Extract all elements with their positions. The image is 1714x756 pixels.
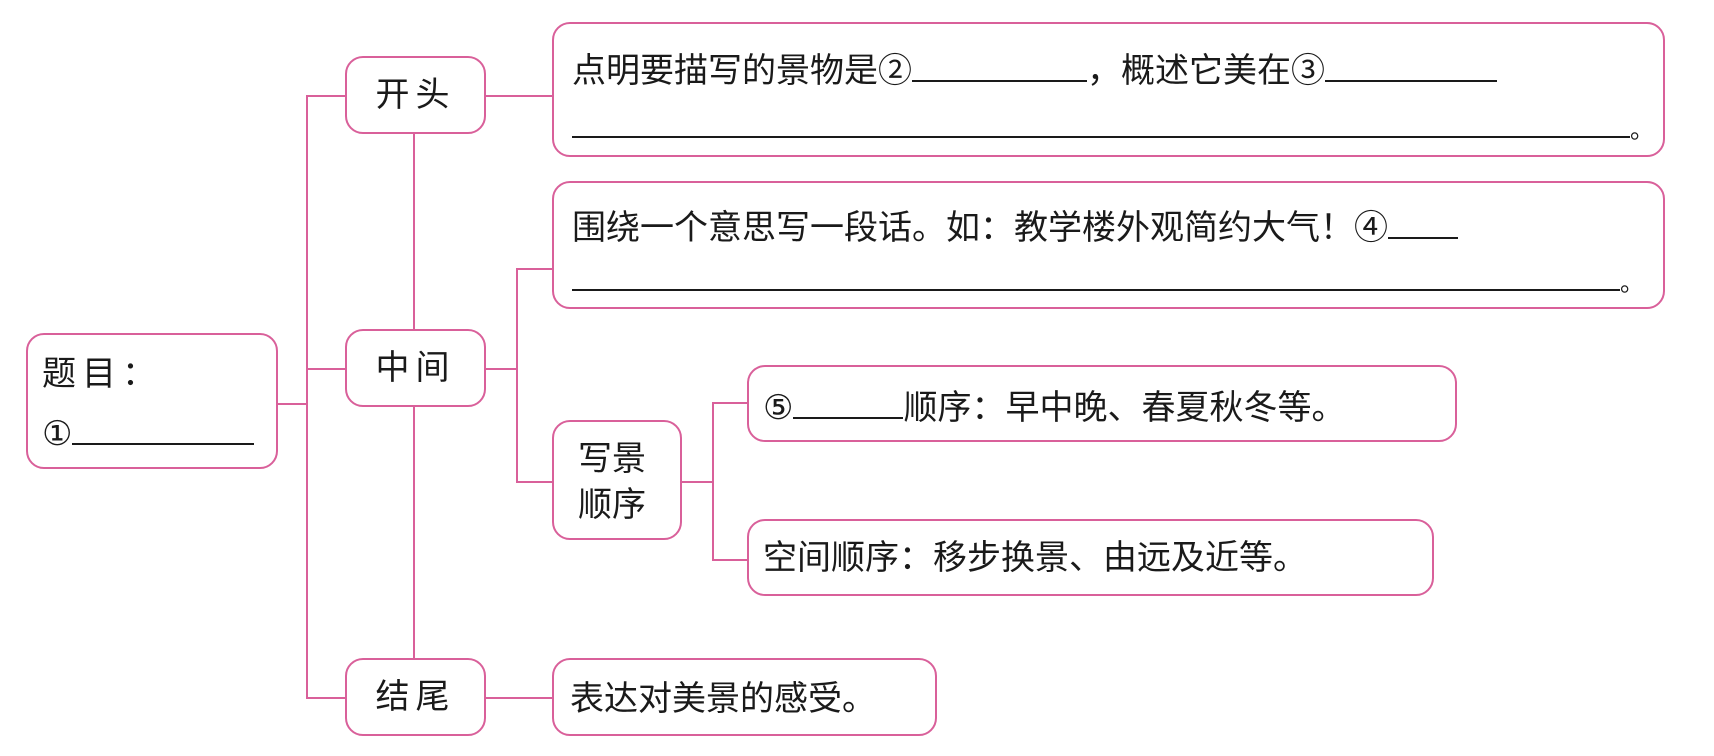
scenery-order-label-1: 写景: [578, 439, 646, 479]
space-order-text: 空间顺序：移步换景、由远及近等。: [763, 538, 1307, 578]
time-order-line: ⑤ 顺序：早中晚、春夏秋冬等。: [763, 387, 1345, 425]
middle-text: 围绕一个意思写一段话。如：教学楼外观简约大气！: [572, 208, 1354, 248]
beginning-node: 开头: [345, 56, 486, 134]
connector-order-box: [516, 481, 554, 483]
connector-to-beginning: [306, 95, 346, 97]
beginning-label: 开头: [375, 75, 456, 115]
blank-1[interactable]: [72, 413, 255, 445]
end-mark: 。: [1630, 116, 1654, 144]
middle-content: 围绕一个意思写一段话。如：教学楼外观简约大气！④ 。: [552, 181, 1665, 309]
connector-middle-content: [516, 268, 554, 270]
connector-order-branch: [680, 481, 714, 483]
blank-5[interactable]: [793, 387, 904, 419]
connector-to-ending: [306, 697, 346, 699]
time-order-text: 顺序：早中晚、春夏秋冬等。: [903, 388, 1346, 428]
scenery-order-node: 写景 顺序: [552, 420, 682, 540]
blank-3b[interactable]: [572, 106, 1630, 138]
beginning-text-2: ，概述它美在: [1087, 51, 1291, 91]
blank-2[interactable]: [912, 50, 1087, 82]
connector-main-trunk: [306, 95, 308, 698]
connector-beginning-content: [484, 95, 554, 97]
connector-root-trunk: [252, 403, 308, 405]
space-order-item: 空间顺序：移步换景、由远及近等。: [747, 519, 1434, 596]
blank-4b[interactable]: [572, 259, 1620, 291]
title-label: 题目：: [42, 354, 162, 394]
ending-node: 结尾: [345, 658, 486, 736]
time-order-item: ⑤ 顺序：早中晚、春夏秋冬等。: [747, 365, 1457, 442]
beginning-line-2: 。: [572, 106, 1654, 144]
middle-node: 中间: [345, 329, 486, 407]
connector-to-middle: [306, 368, 346, 370]
beginning-text: 点明要描写的景物是: [572, 51, 878, 91]
end-mark: 。: [1620, 269, 1644, 297]
blank-marker-1: ①: [42, 414, 73, 454]
beginning-content: 点明要描写的景物是② ，概述它美在③ 。: [552, 22, 1665, 157]
blank-4a[interactable]: [1388, 207, 1458, 239]
beginning-line-1: 点明要描写的景物是② ，概述它美在③: [572, 50, 1497, 88]
blank-marker-5: ⑤: [763, 388, 794, 428]
connector-ending-content: [484, 697, 554, 699]
connector-time-order: [712, 402, 748, 404]
connector-space-order: [712, 559, 748, 561]
blank-marker-2: ②: [878, 51, 912, 91]
blank-3a[interactable]: [1325, 50, 1497, 82]
connector-middle-trunk: [516, 268, 518, 482]
title-blank-line[interactable]: ①: [42, 413, 255, 454]
scenery-order-label-2: 顺序: [578, 485, 646, 525]
title-node: 题目： ①: [26, 333, 278, 469]
middle-line-2: 。: [572, 259, 1644, 297]
middle-label: 中间: [375, 348, 456, 388]
blank-marker-4: ④: [1354, 208, 1388, 248]
ending-label: 结尾: [375, 677, 456, 717]
connector-order-trunk: [712, 402, 714, 560]
middle-line-1: 围绕一个意思写一段话。如：教学楼外观简约大气！④: [572, 207, 1458, 245]
blank-marker-3: ③: [1291, 51, 1325, 91]
connector-middle-branch: [484, 368, 518, 370]
ending-text: 表达对美景的感受。: [570, 679, 876, 719]
ending-content: 表达对美景的感受。: [552, 658, 937, 736]
